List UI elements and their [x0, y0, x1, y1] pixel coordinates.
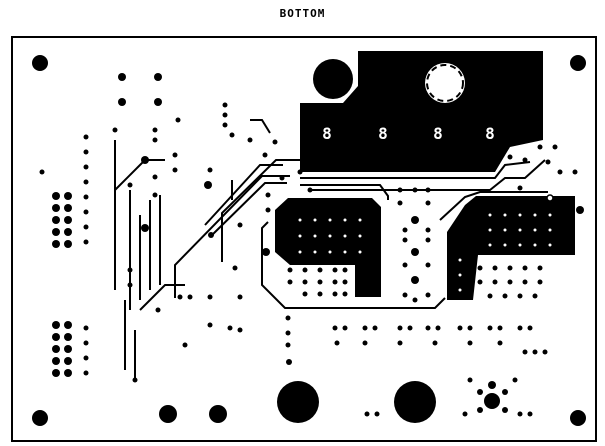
copper-pour-top: [300, 51, 543, 172]
connector-ring: [426, 64, 464, 102]
copper-pour-left: [275, 198, 381, 297]
mounting-hole: [570, 410, 586, 426]
mounting-hole: [32, 410, 48, 426]
pad: [159, 405, 177, 423]
layer-title: BOTTOM: [279, 7, 326, 20]
copper-pour-right: [447, 196, 575, 300]
pour-label: 8: [378, 124, 388, 143]
large-pad: [394, 381, 436, 423]
mounting-hole: [32, 55, 48, 71]
large-pad: [277, 381, 319, 423]
mounting-pad: [313, 59, 353, 99]
connector-clearance: [425, 63, 465, 103]
mounting-hole: [570, 55, 586, 71]
pour-label: 8: [433, 124, 443, 143]
pad: [484, 393, 500, 409]
pad: [209, 405, 227, 423]
pour-label: 8: [485, 124, 495, 143]
pour-label: 8: [322, 124, 332, 143]
